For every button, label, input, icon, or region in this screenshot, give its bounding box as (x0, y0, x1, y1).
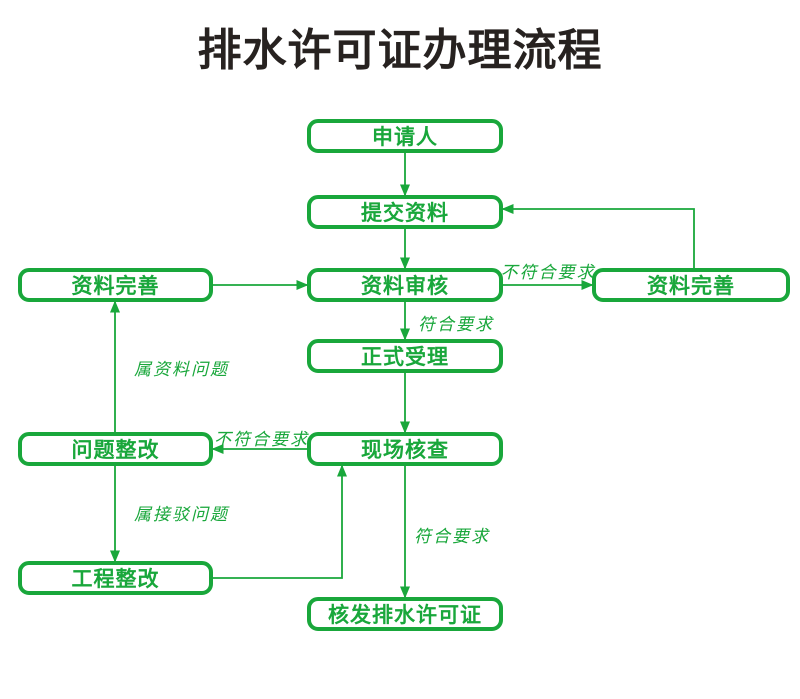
node-project-rectification: 工程整改 (18, 561, 213, 595)
node-applicant: 申请人 (307, 119, 503, 153)
node-review-materials: 资料审核 (307, 268, 503, 302)
node-improve-materials-right: 资料完善 (592, 268, 790, 302)
edge-label-material-issue: 属资料问题 (134, 360, 229, 379)
node-issue-rectification: 问题整改 (18, 432, 213, 466)
node-formal-acceptance: 正式受理 (307, 339, 503, 373)
edge-label-inspection-fail: 不符合要求 (214, 430, 309, 449)
edge-label-inspection-pass: 符合要求 (414, 527, 490, 546)
edge-label-review-pass: 符合要求 (418, 315, 494, 334)
node-submit-materials: 提交资料 (307, 195, 503, 229)
node-improve-materials-left: 资料完善 (18, 268, 213, 302)
node-issue-permit: 核发排水许可证 (307, 597, 503, 631)
edge-label-connection-issue: 属接驳问题 (134, 505, 229, 524)
edge-label-review-fail: 不符合要求 (500, 263, 596, 282)
arrow-rectifyproject-to-sitecheck (213, 464, 347, 579)
page-title: 排水许可证办理流程 (197, 26, 603, 75)
node-site-inspection: 现场核查 (307, 432, 503, 466)
